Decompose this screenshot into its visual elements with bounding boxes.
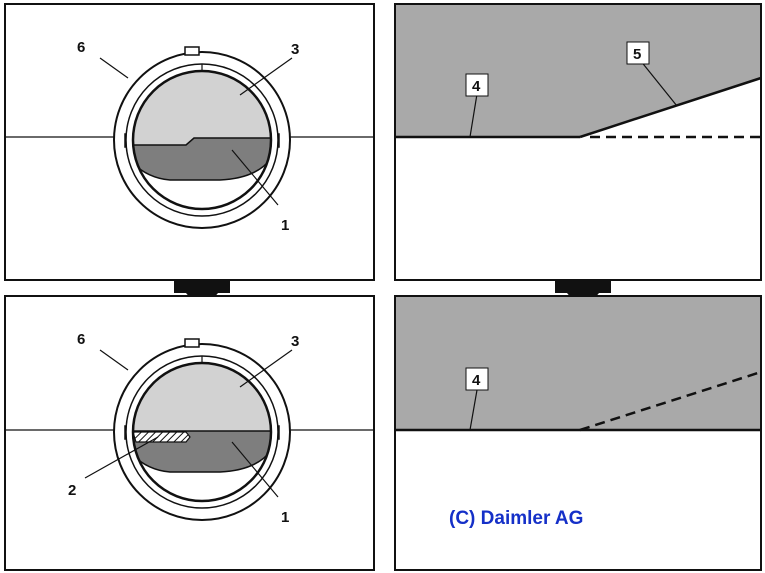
copyright-text: (C) Daimler AG	[449, 508, 584, 529]
callout-5: 5	[633, 46, 641, 63]
callout-3: 3	[291, 333, 299, 350]
callout-6: 6	[77, 331, 85, 348]
sight-glass	[133, 71, 271, 209]
callout-4: 4	[472, 372, 481, 389]
panel-bottom-left: 6 3 2 1	[4, 295, 375, 571]
callout-4: 4	[472, 78, 481, 95]
callout-2: 2	[68, 482, 76, 499]
panel-top-right: 4 5	[394, 3, 762, 281]
sight-glass	[133, 363, 271, 501]
panel-top-left: 6 3 1	[4, 3, 375, 281]
callout-1: 1	[281, 217, 289, 234]
callout-1: 1	[281, 509, 289, 526]
panel-bottom-right: 4	[394, 295, 762, 571]
callout-6: 6	[77, 39, 85, 56]
coolant-deposit	[133, 431, 191, 443]
callout-3: 3	[291, 41, 299, 58]
